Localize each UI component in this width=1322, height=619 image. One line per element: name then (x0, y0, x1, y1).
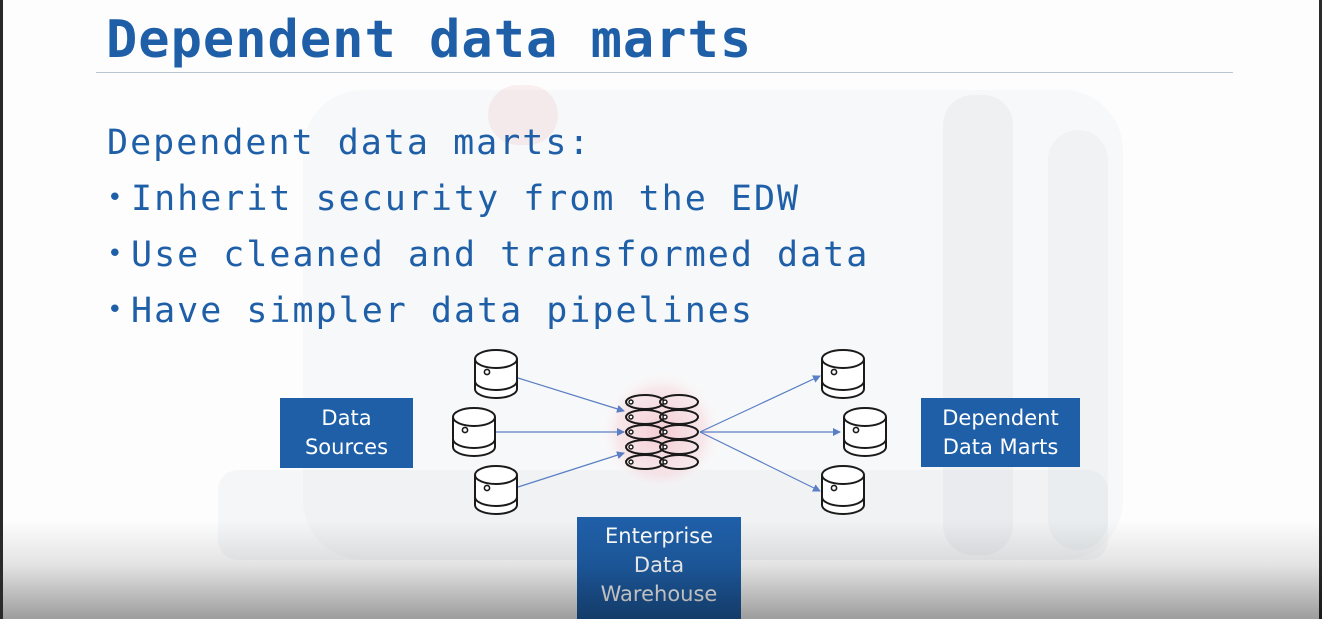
dependent-data-marts-label: Dependent Data Marts (921, 398, 1080, 467)
watermark-bar (943, 95, 1013, 555)
flow-arrow (517, 377, 625, 413)
source-database-icon (474, 465, 518, 515)
flow-arrow (699, 431, 821, 492)
source-database-icon (452, 407, 496, 457)
bullet-text: Have simpler data pipelines (131, 291, 754, 331)
slide-body: Dependent data marts: •Inherit security … (107, 116, 869, 339)
mart-database-icon (843, 407, 887, 457)
bullet-dot: • (107, 239, 125, 269)
intro-text: Dependent data marts: (107, 123, 592, 163)
label-line: Dependent (942, 405, 1059, 430)
watermark-bar (1048, 130, 1108, 550)
slide-title: Dependent data marts (106, 10, 753, 70)
flow-arrow (517, 451, 625, 488)
watermark-background (303, 90, 1123, 560)
bullet-item: •Have simpler data pipelines (107, 283, 869, 339)
label-line: Data (321, 406, 372, 430)
source-database-icon (474, 349, 518, 399)
bullet-item: •Inherit security from the EDW (107, 171, 869, 227)
mart-database-icon (821, 349, 865, 399)
bullet-text: Inherit security from the EDW (131, 179, 801, 219)
label-line: Sources (304, 435, 389, 459)
data-flow-diagram (452, 349, 887, 515)
label-line: Enterprise (604, 524, 714, 548)
bullet-dot: • (107, 183, 125, 213)
mart-database-icon (821, 465, 865, 515)
bullet-text: Use cleaned and transformed data (131, 235, 870, 275)
label-line: Data Marts (942, 434, 1059, 459)
enterprise-data-warehouse-label: Enterprise Data Warehouse (577, 517, 741, 619)
title-divider (96, 72, 1233, 73)
watermark-blob (488, 85, 558, 145)
bullet-dot: • (107, 295, 125, 325)
flow-arrow (699, 375, 821, 433)
label-line: Data (633, 553, 685, 577)
label-line: Warehouse (600, 582, 718, 606)
data-sources-label: Data Sources (280, 398, 413, 468)
bullet-item: •Use cleaned and transformed data (107, 227, 869, 283)
